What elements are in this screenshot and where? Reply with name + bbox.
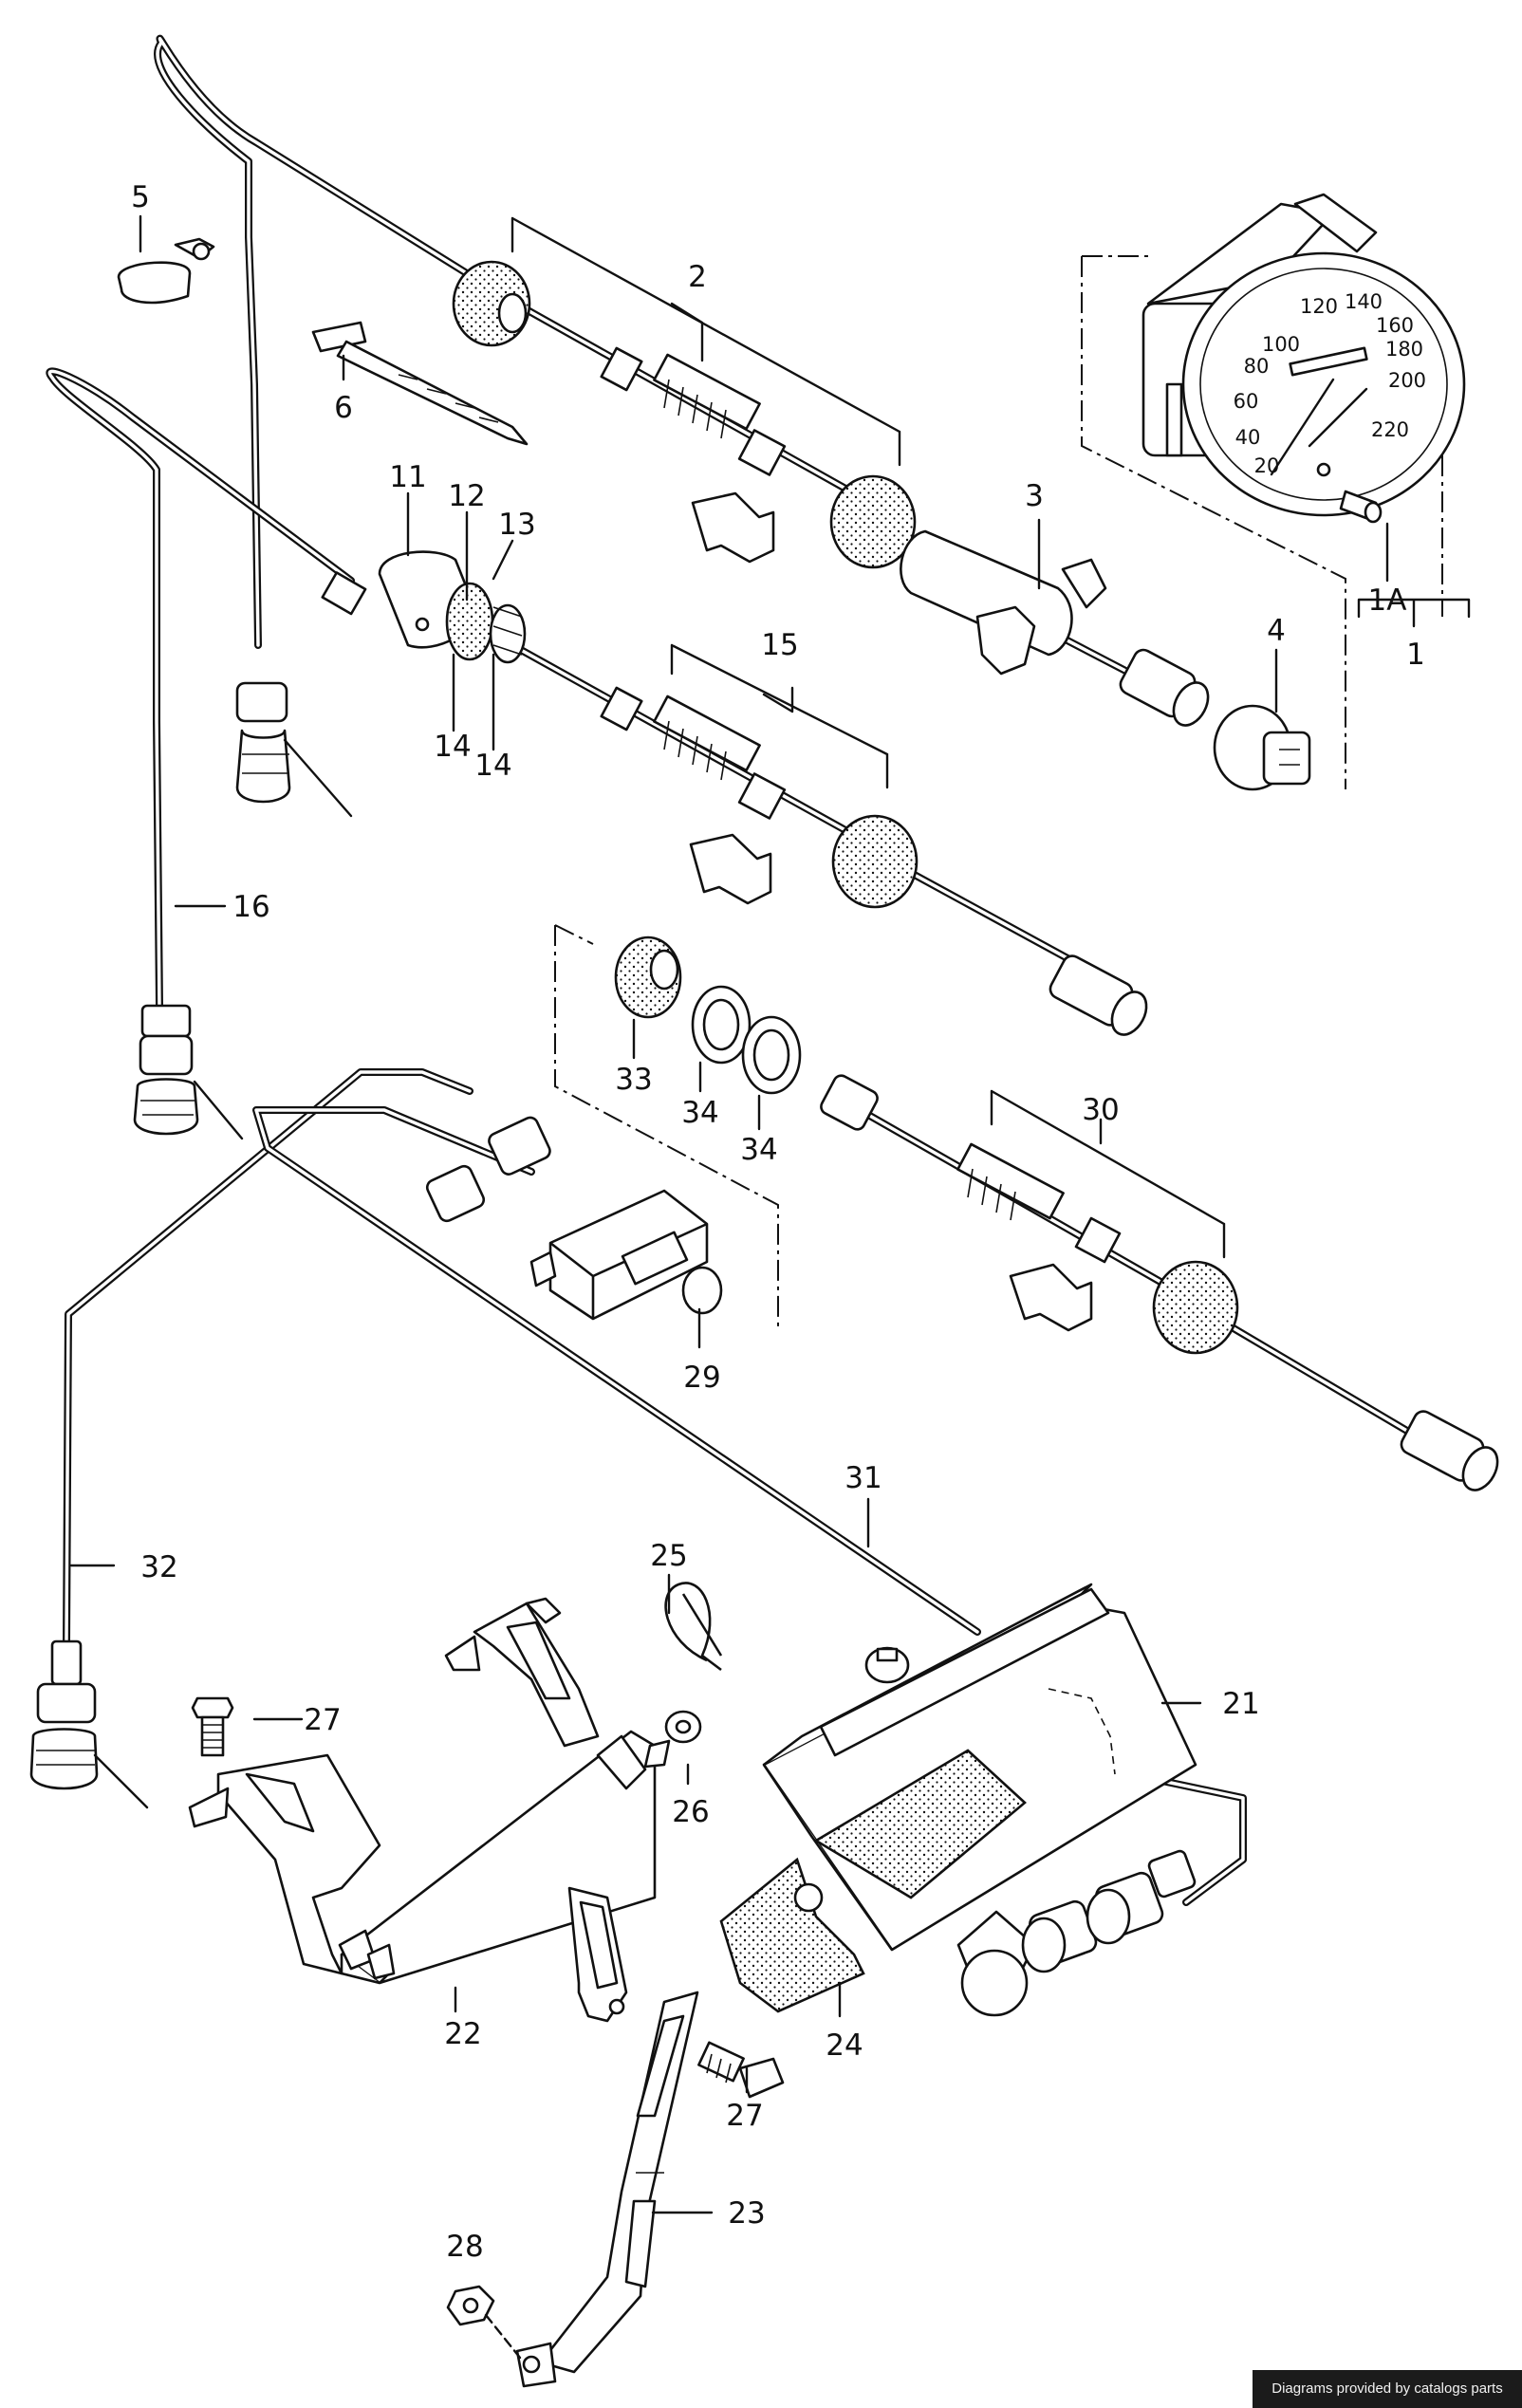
speedometer-cable-middle — [46, 367, 1123, 1010]
speedometer-dial-labels: 20 40 60 80 100 120 140 160 180 200 220 — [1234, 290, 1426, 477]
nut-28 — [446, 2285, 495, 2326]
tie-strap-6 — [311, 321, 529, 446]
callout-29: 29 — [683, 1361, 720, 1395]
callout-11: 11 — [389, 460, 426, 494]
callout-24: 24 — [826, 2028, 863, 2063]
dial-60: 60 — [1234, 390, 1259, 413]
dial-20: 20 — [1254, 454, 1280, 477]
bracket-15 — [670, 643, 889, 789]
instrument-cluster — [1142, 193, 1466, 517]
cable-sleeve-upper — [600, 346, 787, 476]
callout-28: 28 — [446, 2230, 483, 2264]
callout-4: 4 — [1267, 614, 1286, 648]
grommet-33 — [614, 935, 682, 1019]
leader-32-wedge — [93, 1753, 149, 1809]
callout-12: 12 — [448, 479, 485, 513]
callout-26: 26 — [672, 1795, 709, 1829]
collar-4 — [1213, 704, 1311, 791]
attribution-footer: Diagrams provided by catalogs parts — [1253, 2370, 1522, 2408]
cable-32-fitting — [29, 1639, 99, 1790]
washer-26 — [643, 1710, 702, 1769]
cable-end-middle — [1049, 954, 1148, 1036]
bolt-27-a — [191, 1696, 234, 1757]
dial-80: 80 — [1244, 355, 1270, 378]
leader-16-wedge — [283, 738, 353, 818]
dial-160: 160 — [1376, 314, 1414, 337]
callout-27a: 27 — [304, 1703, 341, 1737]
callout-1a: 1A — [1368, 583, 1407, 618]
bolt-27-b — [697, 2041, 785, 2099]
grommet-middle — [831, 814, 919, 909]
callout-6: 6 — [334, 391, 353, 425]
dial-40: 40 — [1235, 426, 1261, 449]
callout-27b: 27 — [726, 2099, 763, 2133]
cable-end-upper — [1119, 648, 1210, 727]
callout-31: 31 — [845, 1461, 882, 1495]
clip-25 — [664, 1582, 723, 1672]
dial-140: 140 — [1345, 290, 1383, 313]
bulb-1a — [1339, 490, 1383, 524]
callout-14a: 14 — [434, 730, 471, 764]
callout-33: 33 — [615, 1063, 652, 1097]
clip-middle — [689, 833, 772, 905]
callout-16: 16 — [232, 890, 269, 924]
bolt-28-end — [515, 2342, 557, 2388]
callout-2: 2 — [688, 260, 707, 294]
bracket-2-stem — [670, 302, 704, 362]
callout-numbers: 1 1A 2 3 4 5 6 11 12 13 14 14 15 16 21 2… — [131, 180, 1425, 2264]
callout-34a: 34 — [681, 1096, 718, 1130]
callout-3: 3 — [1025, 479, 1044, 513]
instrument-dashed-outline — [1081, 255, 1443, 789]
leader-16-bend — [193, 1080, 244, 1140]
connectors-24 — [956, 1849, 1197, 2017]
grommet-16-upper — [235, 681, 291, 804]
speedometer-cable-31-32 — [63, 1068, 1247, 1906]
dial-120: 120 — [1300, 295, 1338, 318]
grommet-upper-left — [452, 260, 531, 347]
washer-34-b — [741, 1015, 802, 1095]
relay-29 — [529, 1189, 723, 1321]
callout-25: 25 — [650, 1539, 687, 1573]
callout-23: 23 — [728, 2196, 765, 2231]
housing-3 — [900, 529, 1107, 676]
grommet-upper-right — [829, 474, 917, 569]
callout-13: 13 — [498, 508, 535, 542]
dial-180: 180 — [1385, 338, 1423, 361]
callout-34b: 34 — [740, 1133, 777, 1167]
cable-16-fitting — [133, 1004, 199, 1136]
callout-leaders — [69, 214, 1278, 2214]
dial-220: 220 — [1371, 418, 1409, 441]
connector-29-nuts — [425, 1116, 551, 1223]
speedometer-cable-30 — [820, 1074, 1499, 1491]
clamp-5 — [117, 237, 215, 305]
bracket-23 — [539, 1886, 699, 2374]
dial-200: 200 — [1388, 369, 1426, 392]
bracket-30 — [990, 1089, 1226, 1259]
bracket-2 — [510, 216, 901, 467]
callout-21: 21 — [1222, 1687, 1259, 1721]
callout-22: 22 — [444, 2017, 481, 2051]
mounting-plate-24 — [719, 1857, 865, 2013]
bracket-22 — [188, 1597, 657, 1985]
callout-14b: 14 — [474, 749, 511, 783]
callout-5: 5 — [131, 180, 150, 214]
cable-sleeve-middle — [600, 686, 787, 820]
gear-12-13 — [321, 571, 527, 664]
bracket-1 — [1357, 598, 1471, 628]
leader-28-dash — [484, 2313, 522, 2360]
callout-1: 1 — [1406, 638, 1425, 672]
callout-30: 30 — [1082, 1093, 1119, 1127]
dial-100: 100 — [1262, 333, 1300, 356]
dashed-group-29 — [554, 924, 779, 1328]
callout-15: 15 — [761, 628, 798, 662]
callout-32: 32 — [140, 1550, 177, 1584]
control-unit-21 — [762, 1583, 1197, 1952]
washer-34-a — [691, 985, 752, 1065]
clip-upper — [691, 491, 775, 564]
